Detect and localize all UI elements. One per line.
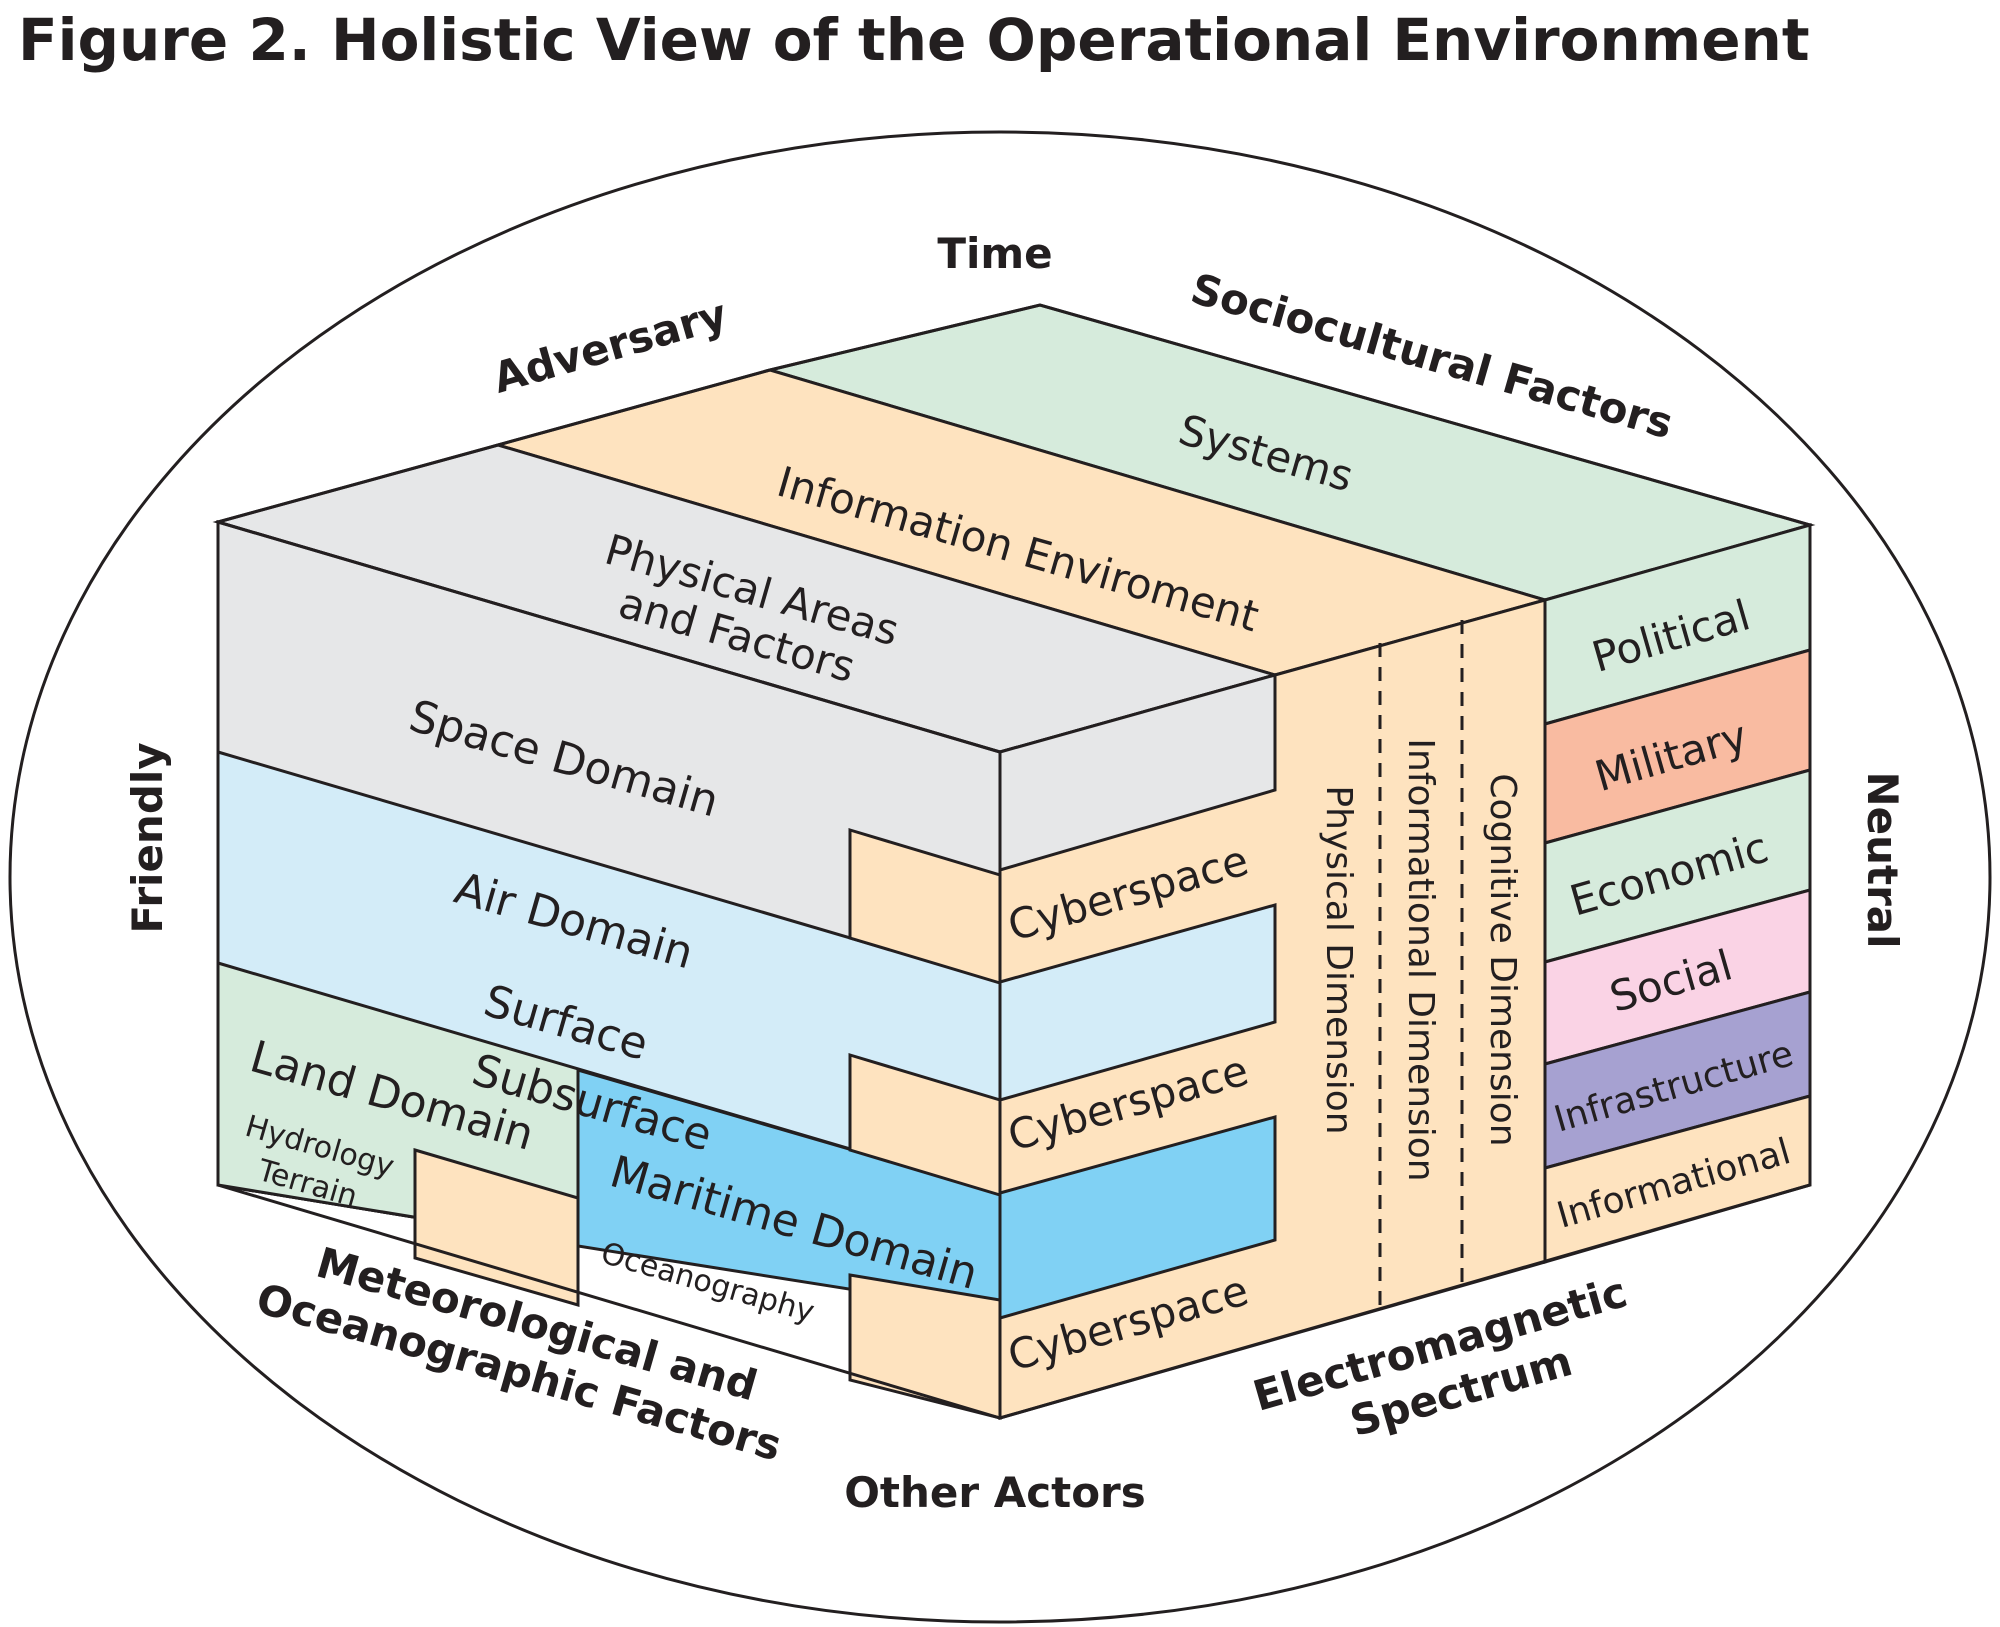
other-actors-label: Other Actors xyxy=(844,1468,1146,1517)
cube-outline xyxy=(216,303,1812,1420)
cognitive-dimension-label: Cognitive Dimension xyxy=(1482,773,1523,1146)
time-label: Time xyxy=(937,229,1052,278)
adversary-label: Adversary xyxy=(488,289,733,402)
informational-dimension-label: Informational Dimension xyxy=(1400,738,1441,1181)
land-cyber-notch xyxy=(413,1147,580,1307)
physical-dimension-label: Physical Dimension xyxy=(1318,785,1359,1134)
friendly-label: Friendly xyxy=(123,742,172,933)
environment-ellipse xyxy=(8,130,1992,1624)
figure-title: Figure 2. Holistic View of the Operation… xyxy=(18,6,1810,74)
neutral-label: Neutral xyxy=(1858,771,1907,948)
